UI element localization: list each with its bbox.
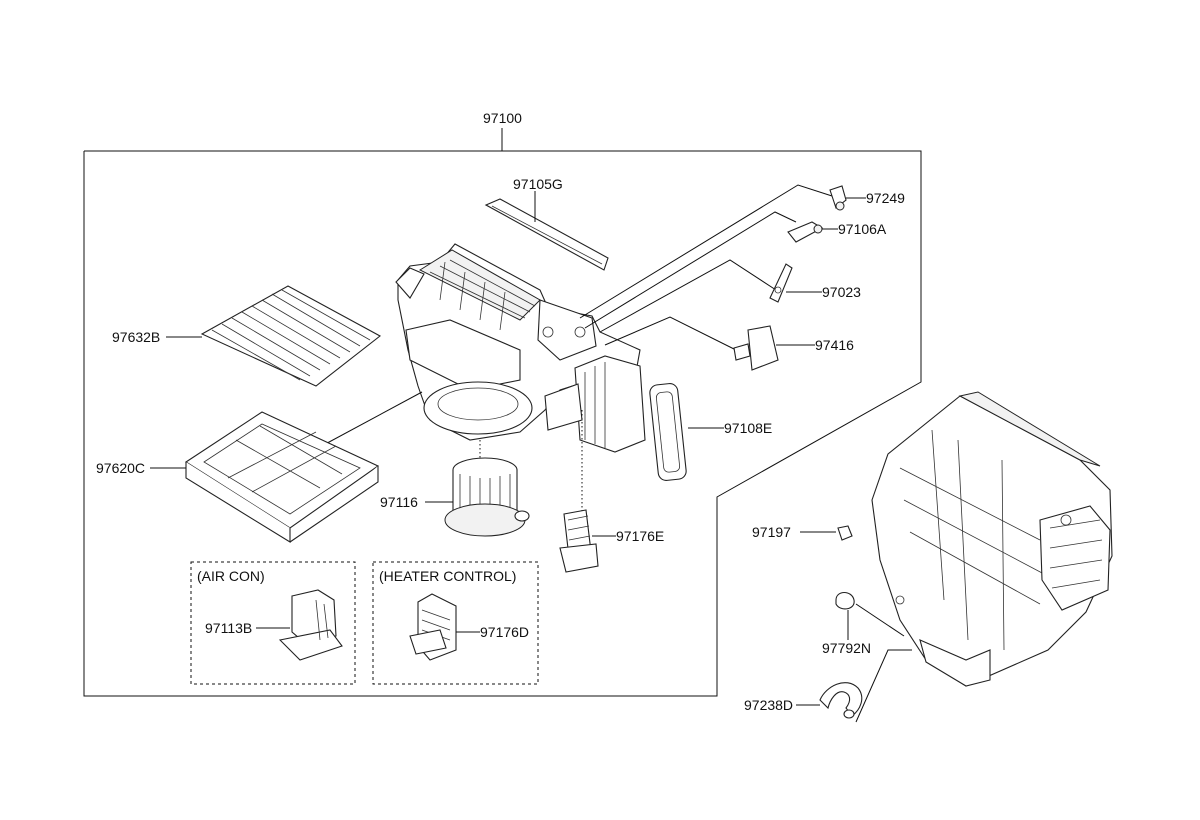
group-heater-control [372,561,539,685]
part-97116-drawing [444,440,530,537]
part-97176d-drawing [409,593,457,661]
label-97106a[interactable]: 97106A [838,221,887,237]
part-97792n-drawing [835,591,855,610]
part-97105g-drawing [484,198,609,271]
part-97108e-drawing [649,383,687,481]
label-97113b[interactable]: 97113B [205,620,252,636]
duct-drawing [544,355,646,453]
label-97023[interactable]: 97023 [822,284,861,300]
label-97197[interactable]: 97197 [752,524,791,540]
part-97416-drawing [733,325,779,371]
label-97416[interactable]: 97416 [815,337,854,353]
group-heater-control-title[interactable]: (HEATER CONTROL) [379,568,516,584]
assembly-label[interactable]: 97100 [483,110,522,126]
group-air-con-title[interactable]: (AIR CON) [197,568,265,584]
part-97249-drawing [829,185,847,211]
part-97197-drawing [837,525,853,541]
group-air-con [190,561,356,685]
label-97249[interactable]: 97249 [866,190,905,206]
label-97176e[interactable]: 97176E [616,528,664,544]
part-97620c-drawing [184,411,380,543]
label-97620c[interactable]: 97620C [96,460,145,476]
assembly-frame [83,150,922,697]
label-97108e[interactable]: 97108E [724,420,772,436]
part-97632b-drawing [200,285,381,387]
label-97238d[interactable]: 97238D [744,697,793,713]
heater-unit-drawing [871,391,1113,687]
label-97792n[interactable]: 97792N [822,640,871,656]
part-97176e-drawing [559,410,599,573]
part-97106a-drawing [787,221,824,243]
part-97113b-drawing [278,589,343,661]
label-97105g[interactable]: 97105G [513,176,563,192]
part-97238d-drawing [819,682,863,719]
blower-housing-drawing [395,243,641,441]
label-97176d[interactable]: 97176D [480,624,529,640]
label-97632b[interactable]: 97632B [112,329,160,345]
label-97116[interactable]: 97116 [380,494,418,510]
part-97023-drawing [769,263,793,303]
